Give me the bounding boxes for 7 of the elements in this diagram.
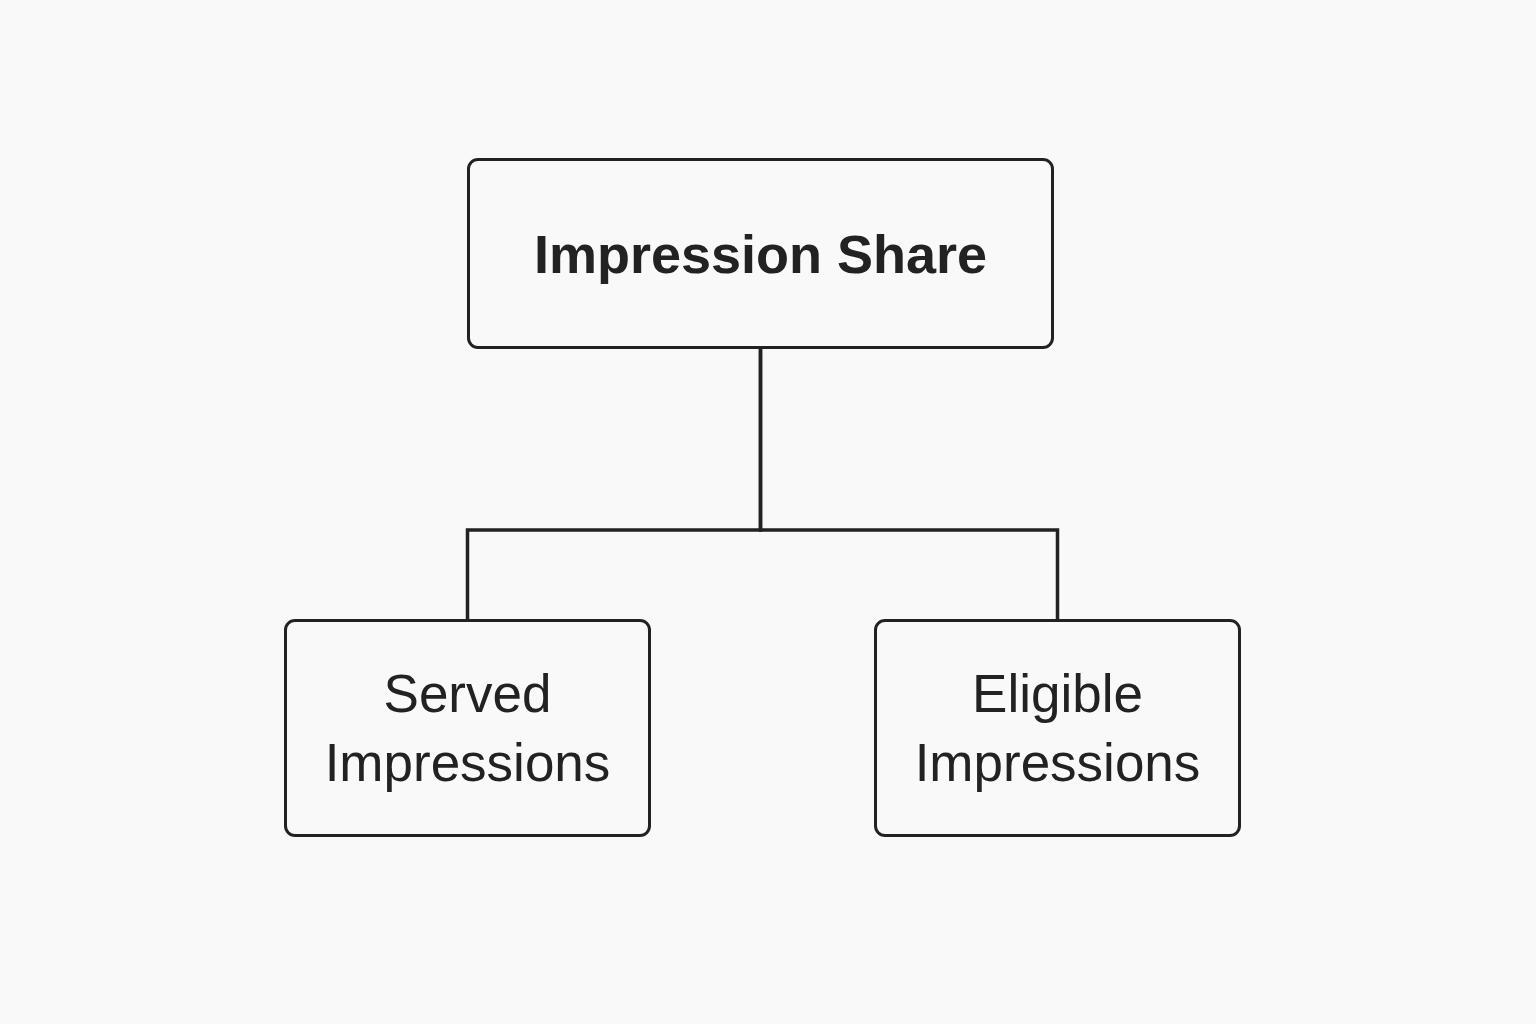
process-box (874, 619, 1241, 837)
process-box (467, 158, 1054, 349)
node-label: Eligible Impressions (913, 663, 1202, 794)
connector-line (758, 349, 1060, 619)
process-box (284, 619, 651, 837)
node-label: Served Impressions (323, 663, 612, 794)
node-label: Impression Share (533, 222, 988, 286)
